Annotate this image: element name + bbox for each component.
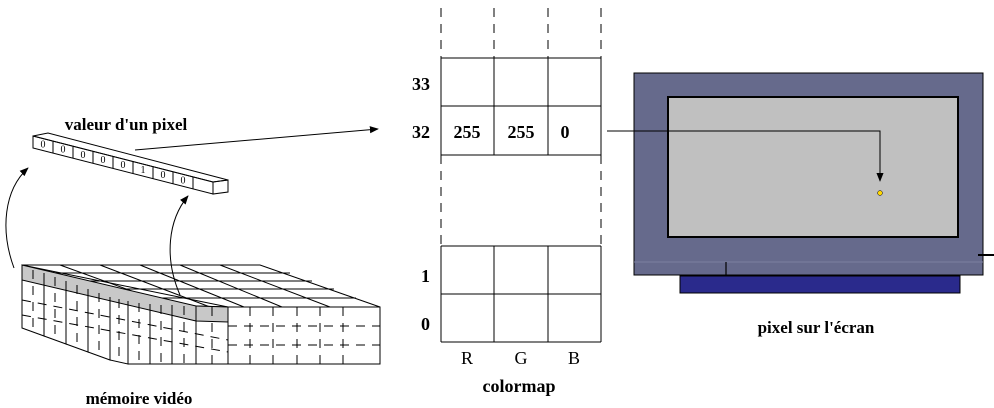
colormap-table — [440, 8, 602, 343]
colormap-entry-32-g: 255 — [508, 122, 535, 142]
pixel-value-bar: 0 0 0 0 0 1 0 0 — [32, 132, 229, 195]
screen-pixel — [877, 190, 883, 196]
monitor — [633, 72, 994, 294]
memory-to-pixel-arrow-right — [169, 195, 189, 296]
colormap-index-33: 33 — [412, 74, 430, 94]
colormap-to-screen-arrow — [607, 130, 880, 181]
pixel-to-colormap-arrow — [134, 126, 379, 151]
channel-header-r: R — [461, 348, 473, 368]
colormap-entry-32-r: 255 — [454, 122, 481, 142]
colormap-label: colormap — [483, 376, 556, 396]
pixel-bit: 1 — [141, 165, 146, 176]
channel-header-g: G — [515, 348, 528, 368]
colormap-index-1: 1 — [421, 266, 430, 286]
memory-side-grid — [228, 307, 380, 364]
pixel-bit-cells: 0 0 0 0 0 1 0 0 — [41, 140, 194, 189]
colormap-index-0: 0 — [421, 314, 430, 334]
colormap-entry-32-b: 0 — [561, 122, 570, 142]
pixel-bit: 0 — [181, 175, 186, 186]
pixel-bit: 0 — [161, 170, 166, 181]
monitor-stand — [679, 275, 961, 294]
pixel-bit: 0 — [41, 140, 46, 151]
pixel-bar-end — [212, 179, 229, 195]
memory-stepped-front — [21, 264, 229, 365]
monitor-screen — [667, 96, 959, 238]
colormap-index-32: 32 — [412, 122, 430, 142]
pixel-bar-top — [32, 132, 229, 183]
pixel-bit: 0 — [61, 145, 66, 156]
memory-top-grid — [44, 264, 356, 308]
screen-pixel-label: pixel sur l'écran — [758, 318, 875, 337]
pixel-value-label: valeur d'un pixel — [65, 115, 188, 134]
memory-to-pixel-arrow-left — [5, 167, 29, 269]
channel-header-b: B — [568, 348, 580, 368]
video-memory-label: mémoire vidéo — [86, 389, 193, 408]
pixel-bit: 0 — [81, 150, 86, 161]
pixel-bit: 0 — [121, 160, 126, 171]
memory-side-face — [227, 306, 381, 365]
pixel-bit: 0 — [101, 155, 106, 166]
video-memory-block — [21, 264, 381, 365]
